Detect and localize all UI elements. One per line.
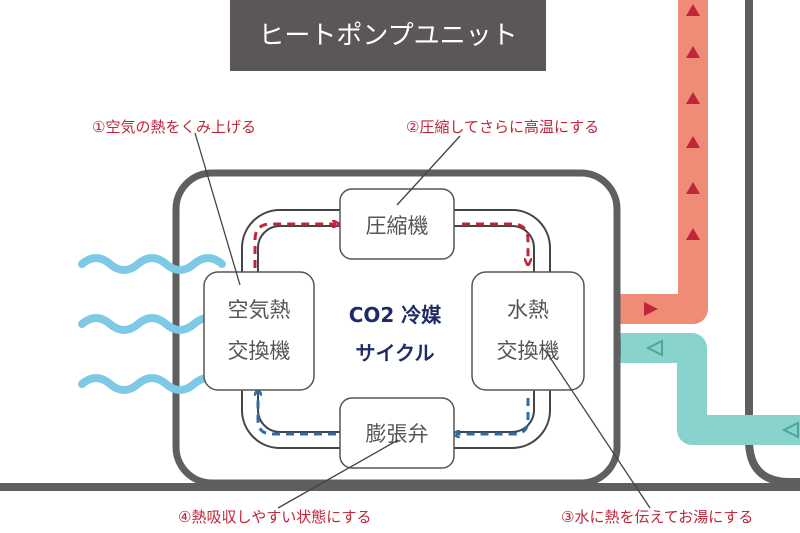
water-heat-exchanger-box: 水熱 交換機 [471,271,585,391]
water-hx-label-line1: 水熱 [507,298,549,322]
leader-lines [194,132,651,509]
annotation-2: ②圧縮してさらに高温にする [406,118,599,136]
air-heat-exchanger-box: 空気熱 交換機 [203,271,315,391]
annotation-1: ①空気の熱をくみ上げる [92,118,256,136]
center-label-line1: CO2 冷媒 [349,303,443,327]
annotation-4: ④熱吸収しやすい状態にする [178,508,371,526]
air-hx-label-line2: 交換機 [228,339,291,363]
water-hx-label-line2: 交換機 [497,339,560,363]
page-title: ヒートポンプユニット [258,21,517,51]
expansion-valve-box: 膨張弁 [339,397,455,469]
air-waves [78,254,226,394]
tank-outline [745,0,800,486]
compressor-box: 圧縮機 [339,188,455,260]
air-hx-label-line1: 空気熱 [228,298,291,322]
title-banner: ヒートポンプユニット [230,0,546,71]
flow-arrows [253,224,528,434]
center-label-line2: サイクル [356,341,435,365]
annotation-3: ③水に熱を伝えてお湯にする [561,508,753,526]
compressor-label: 圧縮機 [366,214,429,238]
expansion-valve-label: 膨張弁 [366,422,429,446]
